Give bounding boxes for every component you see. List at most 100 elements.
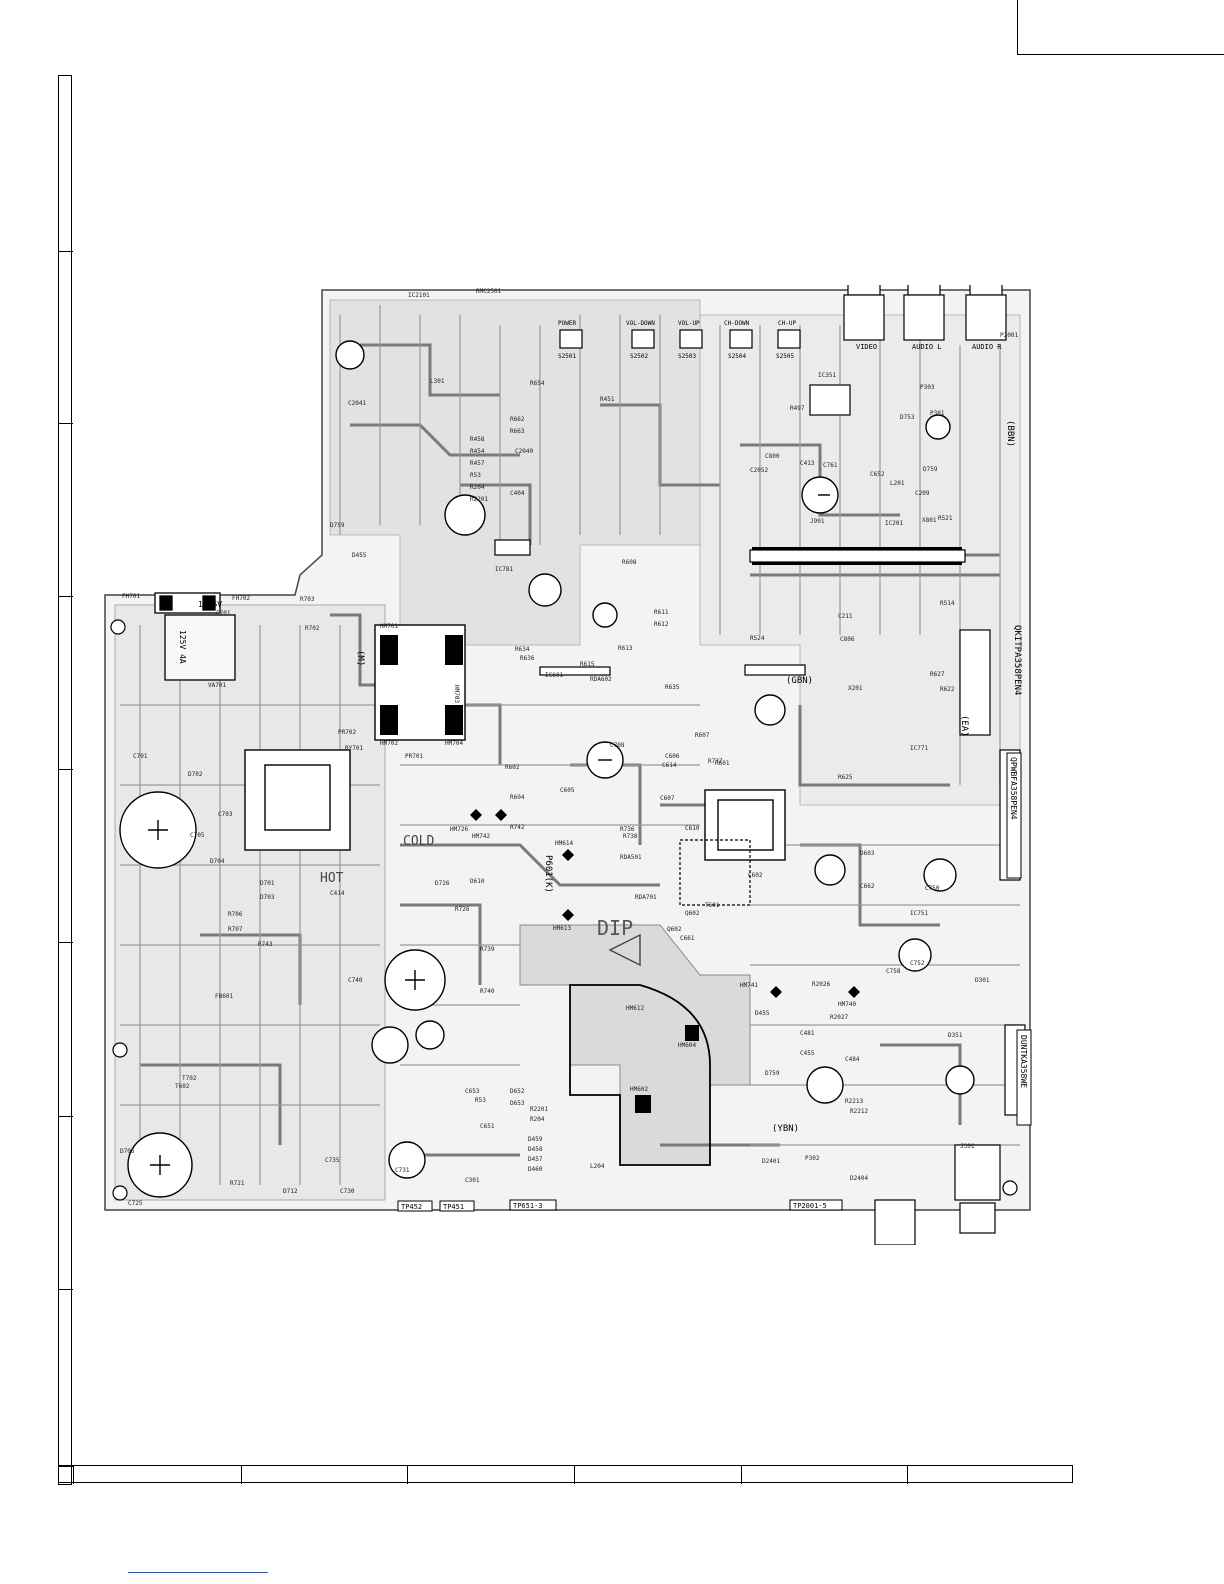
component-ref-label: HM602 <box>630 1086 648 1093</box>
component-ref-label: C301 <box>465 1177 480 1184</box>
rca-jack-connectors <box>843 285 1007 341</box>
component-ref-label: HM703 <box>453 685 460 703</box>
left-margin-ruler <box>58 75 73 1485</box>
component-ref-label: C484 <box>845 1056 860 1063</box>
component-ref-label: R2212 <box>850 1108 868 1115</box>
component-ref-label: R625 <box>838 774 853 781</box>
mounting-holes <box>110 619 1018 1201</box>
component-ref-label: L201 <box>890 480 905 487</box>
component-ref-label: D653 <box>510 1100 525 1107</box>
component-ref-label: R654 <box>530 380 545 387</box>
fuse-rating-label: 125V 4A <box>178 630 187 664</box>
component-ref-label: PR701 <box>405 753 423 760</box>
component-ref-label: R454 <box>470 448 485 455</box>
title-block-corner <box>1017 0 1224 55</box>
component-ref-label: D726 <box>435 880 450 887</box>
component-ref-label: D455 <box>755 1010 770 1017</box>
component-ref-label: HM741 <box>740 982 758 989</box>
flyback-transformer <box>704 789 786 861</box>
component-ref-label: J301 <box>960 1143 975 1150</box>
heatsink-block-4 <box>445 705 463 735</box>
component-ref-label: D351 <box>948 1032 963 1039</box>
switch-ref-vol-up: S2503 <box>678 353 696 360</box>
component-ref-label: R2201 <box>470 496 488 503</box>
component-ref-label: J901 <box>810 518 825 525</box>
component-ref-label: C662 <box>860 883 875 890</box>
tp-651-3: TP651-3 <box>513 1202 543 1210</box>
component-ref-label: R634 <box>515 646 530 653</box>
component-ref-label: R608 <box>622 559 637 566</box>
component-ref-label: X801 <box>922 517 937 524</box>
component-ref-label: D704 <box>210 858 225 865</box>
tag-m: (M) <box>355 650 365 666</box>
component-ref-label: D460 <box>528 1166 543 1173</box>
component-ref-label: RDA602 <box>590 676 612 683</box>
component-ref-label: RY701 <box>345 745 363 752</box>
component-ref-label: IC201 <box>885 520 903 527</box>
component-ref-label: R2213 <box>845 1098 863 1105</box>
bottom-margin-ruler <box>58 1465 1073 1484</box>
silkscreen-labels: FH701 FH702 F701 VA701 R703 R702 D702 C7… <box>120 288 1018 1207</box>
component-ref-label: R736 <box>620 826 635 833</box>
component-ref-label: D459 <box>528 1136 543 1143</box>
switch-ref-power: S2501 <box>558 353 576 360</box>
component-ref-label: T602 <box>175 1083 190 1090</box>
heatsink-block-2 <box>445 635 463 665</box>
component-ref-label: R663 <box>510 428 525 435</box>
component-ref-label: C607 <box>660 795 675 802</box>
board-id-b: QPWBFA358PEN4 <box>1009 757 1018 820</box>
component-ref-label: R457 <box>470 460 485 467</box>
label-video: VIDEO <box>856 343 877 351</box>
component-ref-label: C413 <box>800 460 815 467</box>
component-ref-label: C725 <box>128 1200 143 1207</box>
switch-ref-ch-down: S2504 <box>728 353 746 360</box>
component-ref-label: HM612 <box>626 1005 644 1012</box>
component-ref-label: C758 <box>886 968 901 975</box>
component-ref-label: D712 <box>283 1188 298 1195</box>
heatsink-block-3 <box>380 705 398 735</box>
component-ref-label: D759 <box>330 522 345 529</box>
component-ref-label: C606 <box>665 753 680 760</box>
component-ref-label: R524 <box>750 635 765 642</box>
component-ref-label: R702 <box>305 625 320 632</box>
component-ref-label: R739 <box>480 946 495 953</box>
component-ref-label: D702 <box>188 771 203 778</box>
component-ref-label: R2027 <box>830 1014 848 1021</box>
component-ref-label: R2201 <box>530 1106 548 1113</box>
component-ref-label: R601 <box>715 760 730 767</box>
component-ref-label: T702 <box>182 1075 197 1082</box>
component-ref-label: R458 <box>470 436 485 443</box>
component-ref-label: D301 <box>975 977 990 984</box>
component-ref-label: D759 <box>923 466 938 473</box>
component-ref-label: C404 <box>510 490 525 497</box>
component-ref-label: D2404 <box>850 1175 868 1182</box>
component-ref-label: C740 <box>348 977 363 984</box>
component-ref-label: R604 <box>510 794 525 801</box>
component-ref-label: IC751 <box>910 910 928 917</box>
component-ref-label: C610 <box>685 825 700 832</box>
board-id-b-box <box>1006 752 1022 879</box>
switch-label-ch-up: CH-UP <box>778 320 796 327</box>
component-ref-label: R613 <box>618 645 633 652</box>
component-ref-label: R497 <box>790 405 805 412</box>
component-ref-label: C2041 <box>348 400 366 407</box>
component-ref-label: R737 <box>708 758 723 765</box>
component-ref-label: C701 <box>133 753 148 760</box>
component-ref-label: C653 <box>465 1088 480 1095</box>
label-audio-r: AUDIO R <box>972 343 1002 351</box>
component-ref-label: C735 <box>325 1157 340 1164</box>
component-ref-label: Q602 <box>667 926 682 933</box>
component-ref-label: FB601 <box>215 993 233 1000</box>
test-point-boxes <box>397 1199 843 1212</box>
component-ref-label: R611 <box>654 609 669 616</box>
component-ref-label: P2001 <box>1000 332 1018 339</box>
component-ref-label: L204 <box>590 1163 605 1170</box>
component-ref-label: FH702 <box>232 595 250 602</box>
heatsink-block-1 <box>380 635 398 665</box>
component-ref-label: R622 <box>940 686 955 693</box>
component-ref-label: HM614 <box>555 840 573 847</box>
component-ref-label: C761 <box>823 462 838 469</box>
component-ref-label: D2401 <box>762 1158 780 1165</box>
component-ref-label: R636 <box>520 655 535 662</box>
switch-label-ch-down: CH-DOWN <box>724 320 750 327</box>
